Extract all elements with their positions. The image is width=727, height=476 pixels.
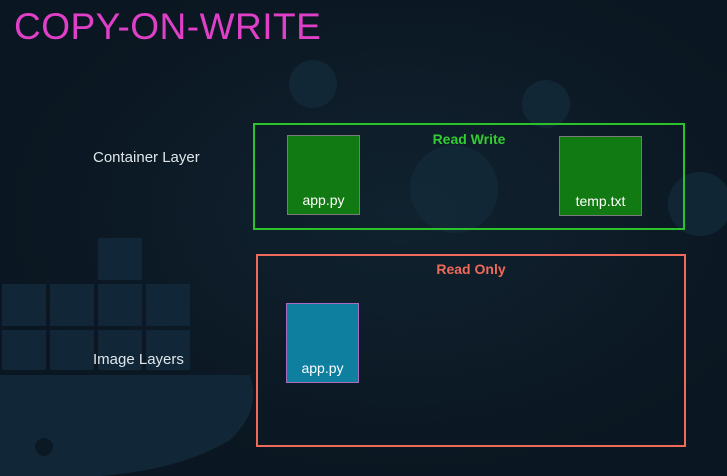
read-write-layer-box: Read Write	[253, 123, 685, 230]
image-layers-label: Image Layers	[93, 351, 184, 368]
read-only-title: Read Only	[436, 261, 506, 277]
container-layer-label: Container Layer	[93, 149, 200, 166]
read-write-title: Read Write	[432, 131, 506, 147]
slide-title: COPY-ON-WRITE	[14, 6, 322, 47]
file-name: temp.txt	[575, 193, 626, 209]
file-temp-txt: temp.txt	[559, 136, 642, 216]
file-name: app.py	[302, 192, 345, 208]
file-app-py-read-write: app.py	[287, 135, 360, 215]
file-app-py-read-only: app.py	[286, 303, 359, 383]
read-only-layer-box: Read Only	[256, 254, 686, 447]
file-name: app.py	[301, 360, 344, 376]
